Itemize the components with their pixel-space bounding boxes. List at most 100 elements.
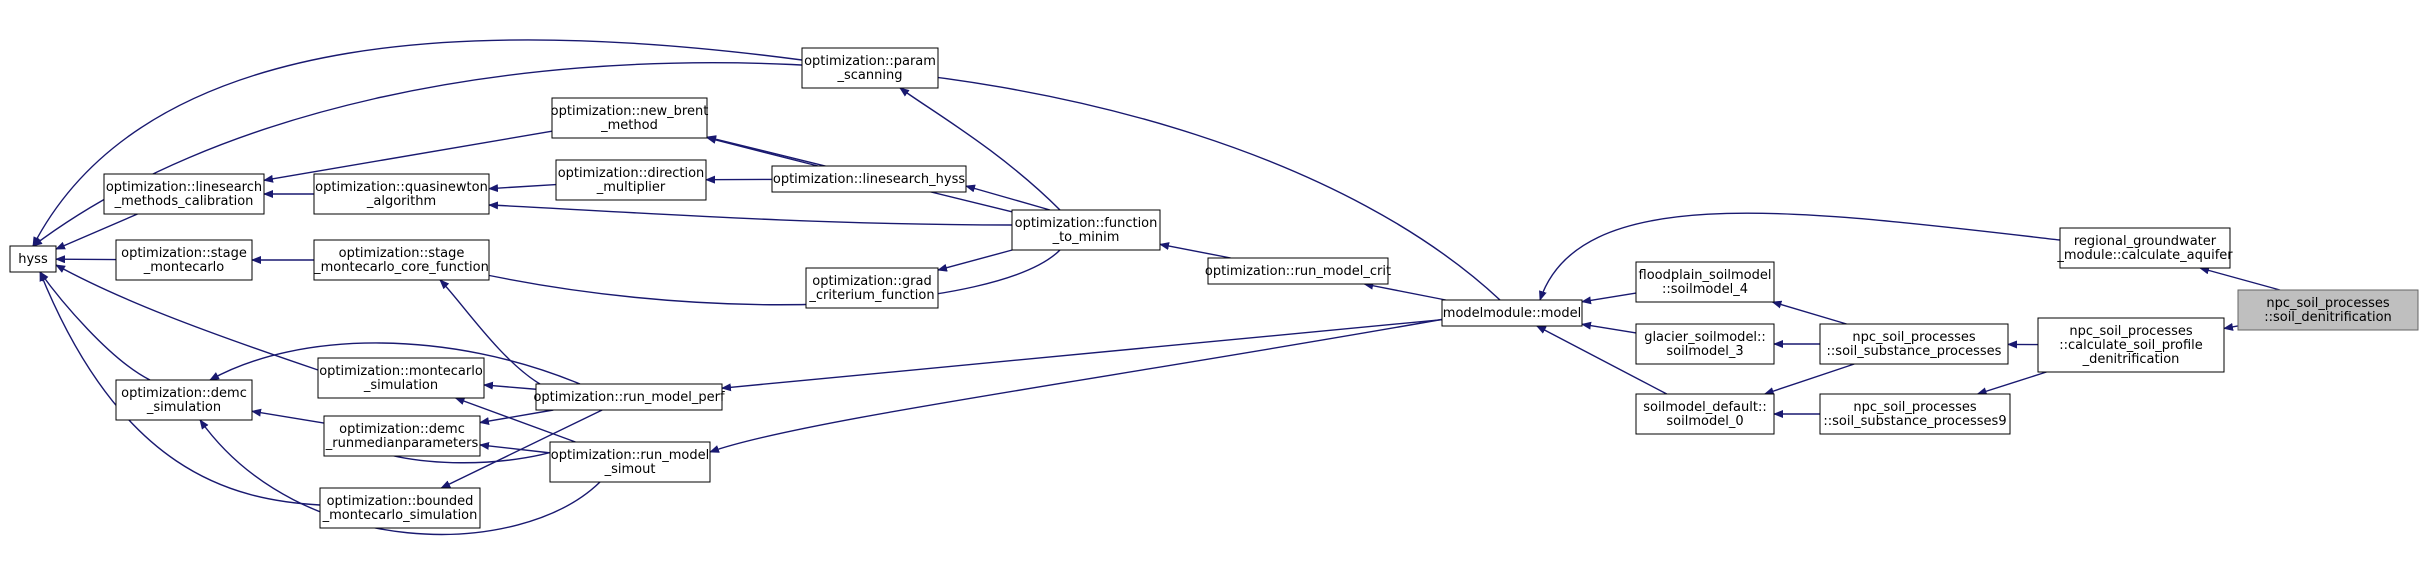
edge-modelmodule_model-to-hyss (32, 62, 1501, 301)
node-box[interactable] (115, 239, 253, 281)
edge-line (899, 87, 1061, 211)
edge-line (479, 409, 554, 426)
node-label: optimization::run_model_perf (533, 390, 725, 405)
node-label: ::soil_denitrification (2264, 310, 2392, 325)
node-box[interactable] (1011, 209, 1161, 251)
node-label: optimization::new_brent (551, 104, 709, 119)
node-label: _simout (604, 462, 656, 477)
node-box[interactable] (319, 487, 481, 529)
node-label: regional_groundwater (2074, 234, 2217, 249)
node-label: _multiplier (596, 180, 666, 195)
node-box[interactable] (1819, 323, 2009, 365)
node-label: floodplain_soilmodel (1639, 268, 1772, 283)
node-soil-denitrification[interactable]: npc_soil_processes::soil_denitrification (2237, 289, 2419, 331)
node-box[interactable] (1635, 323, 1775, 365)
node-glacier[interactable]: glacier_soilmodel::soilmodel_3 (1635, 323, 1775, 365)
node-box[interactable] (313, 239, 490, 281)
node-box[interactable] (801, 47, 939, 89)
node-label: _montecarlo (143, 260, 225, 275)
node-montecarlo-sim[interactable]: optimization::montecarlo_simulation (317, 357, 485, 399)
edge-soil_substance-to-soilmodel_default (1763, 363, 1855, 395)
node-label: _runmedianparameters (325, 436, 479, 451)
edge-line (1771, 300, 1847, 325)
edge-line (209, 342, 581, 385)
node-linesearch-hyss[interactable]: optimization::linesearch_hyss (771, 165, 967, 193)
node-stage-mc[interactable]: optimization::stage_montecarlo (115, 239, 253, 281)
edge-line (2199, 266, 2281, 291)
edge-line (937, 249, 1013, 272)
node-function-to-minim[interactable]: optimization::function_to_minim (1011, 209, 1161, 251)
edge-line (439, 279, 541, 385)
node-box[interactable] (1635, 261, 1775, 303)
node-label: optimization::linesearch_hyss (773, 172, 965, 187)
node-label: optimization::run_model (551, 448, 709, 463)
node-box[interactable] (1207, 257, 1389, 285)
nodes: hyss optimization::linesearch_methods_cal… (9, 47, 2419, 529)
node-box[interactable] (555, 159, 707, 201)
node-box[interactable] (1635, 393, 1775, 435)
node-label: _criterium_function (808, 288, 934, 303)
node-label: ::soil_substance_processes (1827, 344, 2002, 359)
node-box[interactable] (313, 173, 490, 215)
node-box[interactable] (2059, 227, 2231, 269)
node-hyss[interactable]: hyss (9, 245, 57, 273)
node-stage-mc-core[interactable]: optimization::stage_montecarlo_core_func… (313, 239, 490, 281)
node-box[interactable] (2037, 317, 2225, 373)
node-soil-substance[interactable]: npc_soil_processes::soil_substance_proce… (1819, 323, 2009, 365)
node-box[interactable] (115, 379, 253, 421)
node-run-model-crit[interactable]: optimization::run_model_crit (1205, 257, 1391, 285)
node-box[interactable] (535, 383, 723, 411)
node-box[interactable] (805, 267, 939, 309)
edge-line (479, 441, 551, 454)
node-box[interactable] (2237, 289, 2419, 331)
node-label: _to_minim (1052, 230, 1120, 245)
node-label: optimization::param (804, 54, 936, 69)
edge-linesearch_hyss-to-new_brent (706, 136, 819, 167)
node-run-model-simout[interactable]: optimization::run_model_simout (549, 441, 711, 483)
edge-line (1763, 363, 1855, 395)
node-label: optimization::direction (558, 166, 705, 181)
node-modelmodule-model[interactable]: modelmodule::model (1441, 299, 1583, 327)
edge-line (454, 397, 576, 443)
node-bounded-mc[interactable]: optimization::bounded_montecarlo_simulat… (319, 487, 481, 529)
node-floodplain[interactable]: floodplain_soilmodel::soilmodel_4 (1635, 261, 1775, 303)
node-box[interactable] (103, 173, 265, 215)
edge-regional_gw-to-modelmodule_model (1539, 212, 2061, 301)
node-box[interactable] (323, 415, 481, 457)
node-label: optimization::stage (339, 246, 465, 261)
node-box[interactable] (771, 165, 967, 193)
edge-function_to_minim-to-stage_mc_core (429, 249, 1061, 306)
node-label: npc_soil_processes (1852, 330, 1976, 345)
node-param-scanning[interactable]: optimization::param_scanning (801, 47, 939, 89)
node-soil-substance9[interactable]: npc_soil_processes::soil_substance_proce… (1819, 393, 2011, 435)
node-linesearch-calib[interactable]: optimization::linesearch_methods_calibra… (103, 173, 265, 215)
edge-run_model_perf-to-demc_runmedian (479, 409, 554, 426)
node-label: glacier_soilmodel:: (1644, 330, 1766, 345)
node-box[interactable] (551, 97, 708, 139)
node-demc-runmedian[interactable]: optimization::demc_runmedianparameters (323, 415, 481, 457)
node-box[interactable] (549, 441, 711, 483)
edge-modelmodule_model-to-run_model_crit (1363, 281, 1446, 301)
node-box[interactable] (1441, 299, 1583, 327)
node-calc-soil-profile[interactable]: npc_soil_processes::calculate_soil_profi… (2037, 317, 2225, 373)
node-run-model-perf[interactable]: optimization::run_model_perf (533, 383, 725, 411)
edge-run_model_simout-to-demc_runmedian (479, 441, 551, 454)
edge-line (32, 39, 803, 247)
node-soilmodel-default[interactable]: soilmodel_default::soilmodel_0 (1635, 393, 1775, 435)
node-quasinewton[interactable]: optimization::quasinewton_algorithm (313, 173, 490, 215)
node-new-brent[interactable]: optimization::new_brent_method (551, 97, 709, 139)
node-box[interactable] (9, 245, 57, 273)
node-demc-sim[interactable]: optimization::demc_simulation (115, 379, 253, 421)
edge-run_model_perf-to-demc_sim (209, 342, 581, 385)
edge-function_to_minim-to-grad_criterium (937, 249, 1013, 272)
node-label: _simulation (146, 400, 221, 415)
node-regional-gw[interactable]: regional_groundwater_module::calculate_a… (2056, 227, 2233, 269)
node-label: _algorithm (366, 194, 436, 209)
node-direction-mult[interactable]: optimization::direction_multiplier (555, 159, 707, 201)
node-grad-criterium[interactable]: optimization::grad_criterium_function (805, 267, 939, 309)
node-box[interactable] (1819, 393, 2011, 435)
node-label: optimization::grad (812, 274, 931, 289)
node-box[interactable] (317, 357, 485, 399)
node-label: _scanning (837, 68, 903, 83)
